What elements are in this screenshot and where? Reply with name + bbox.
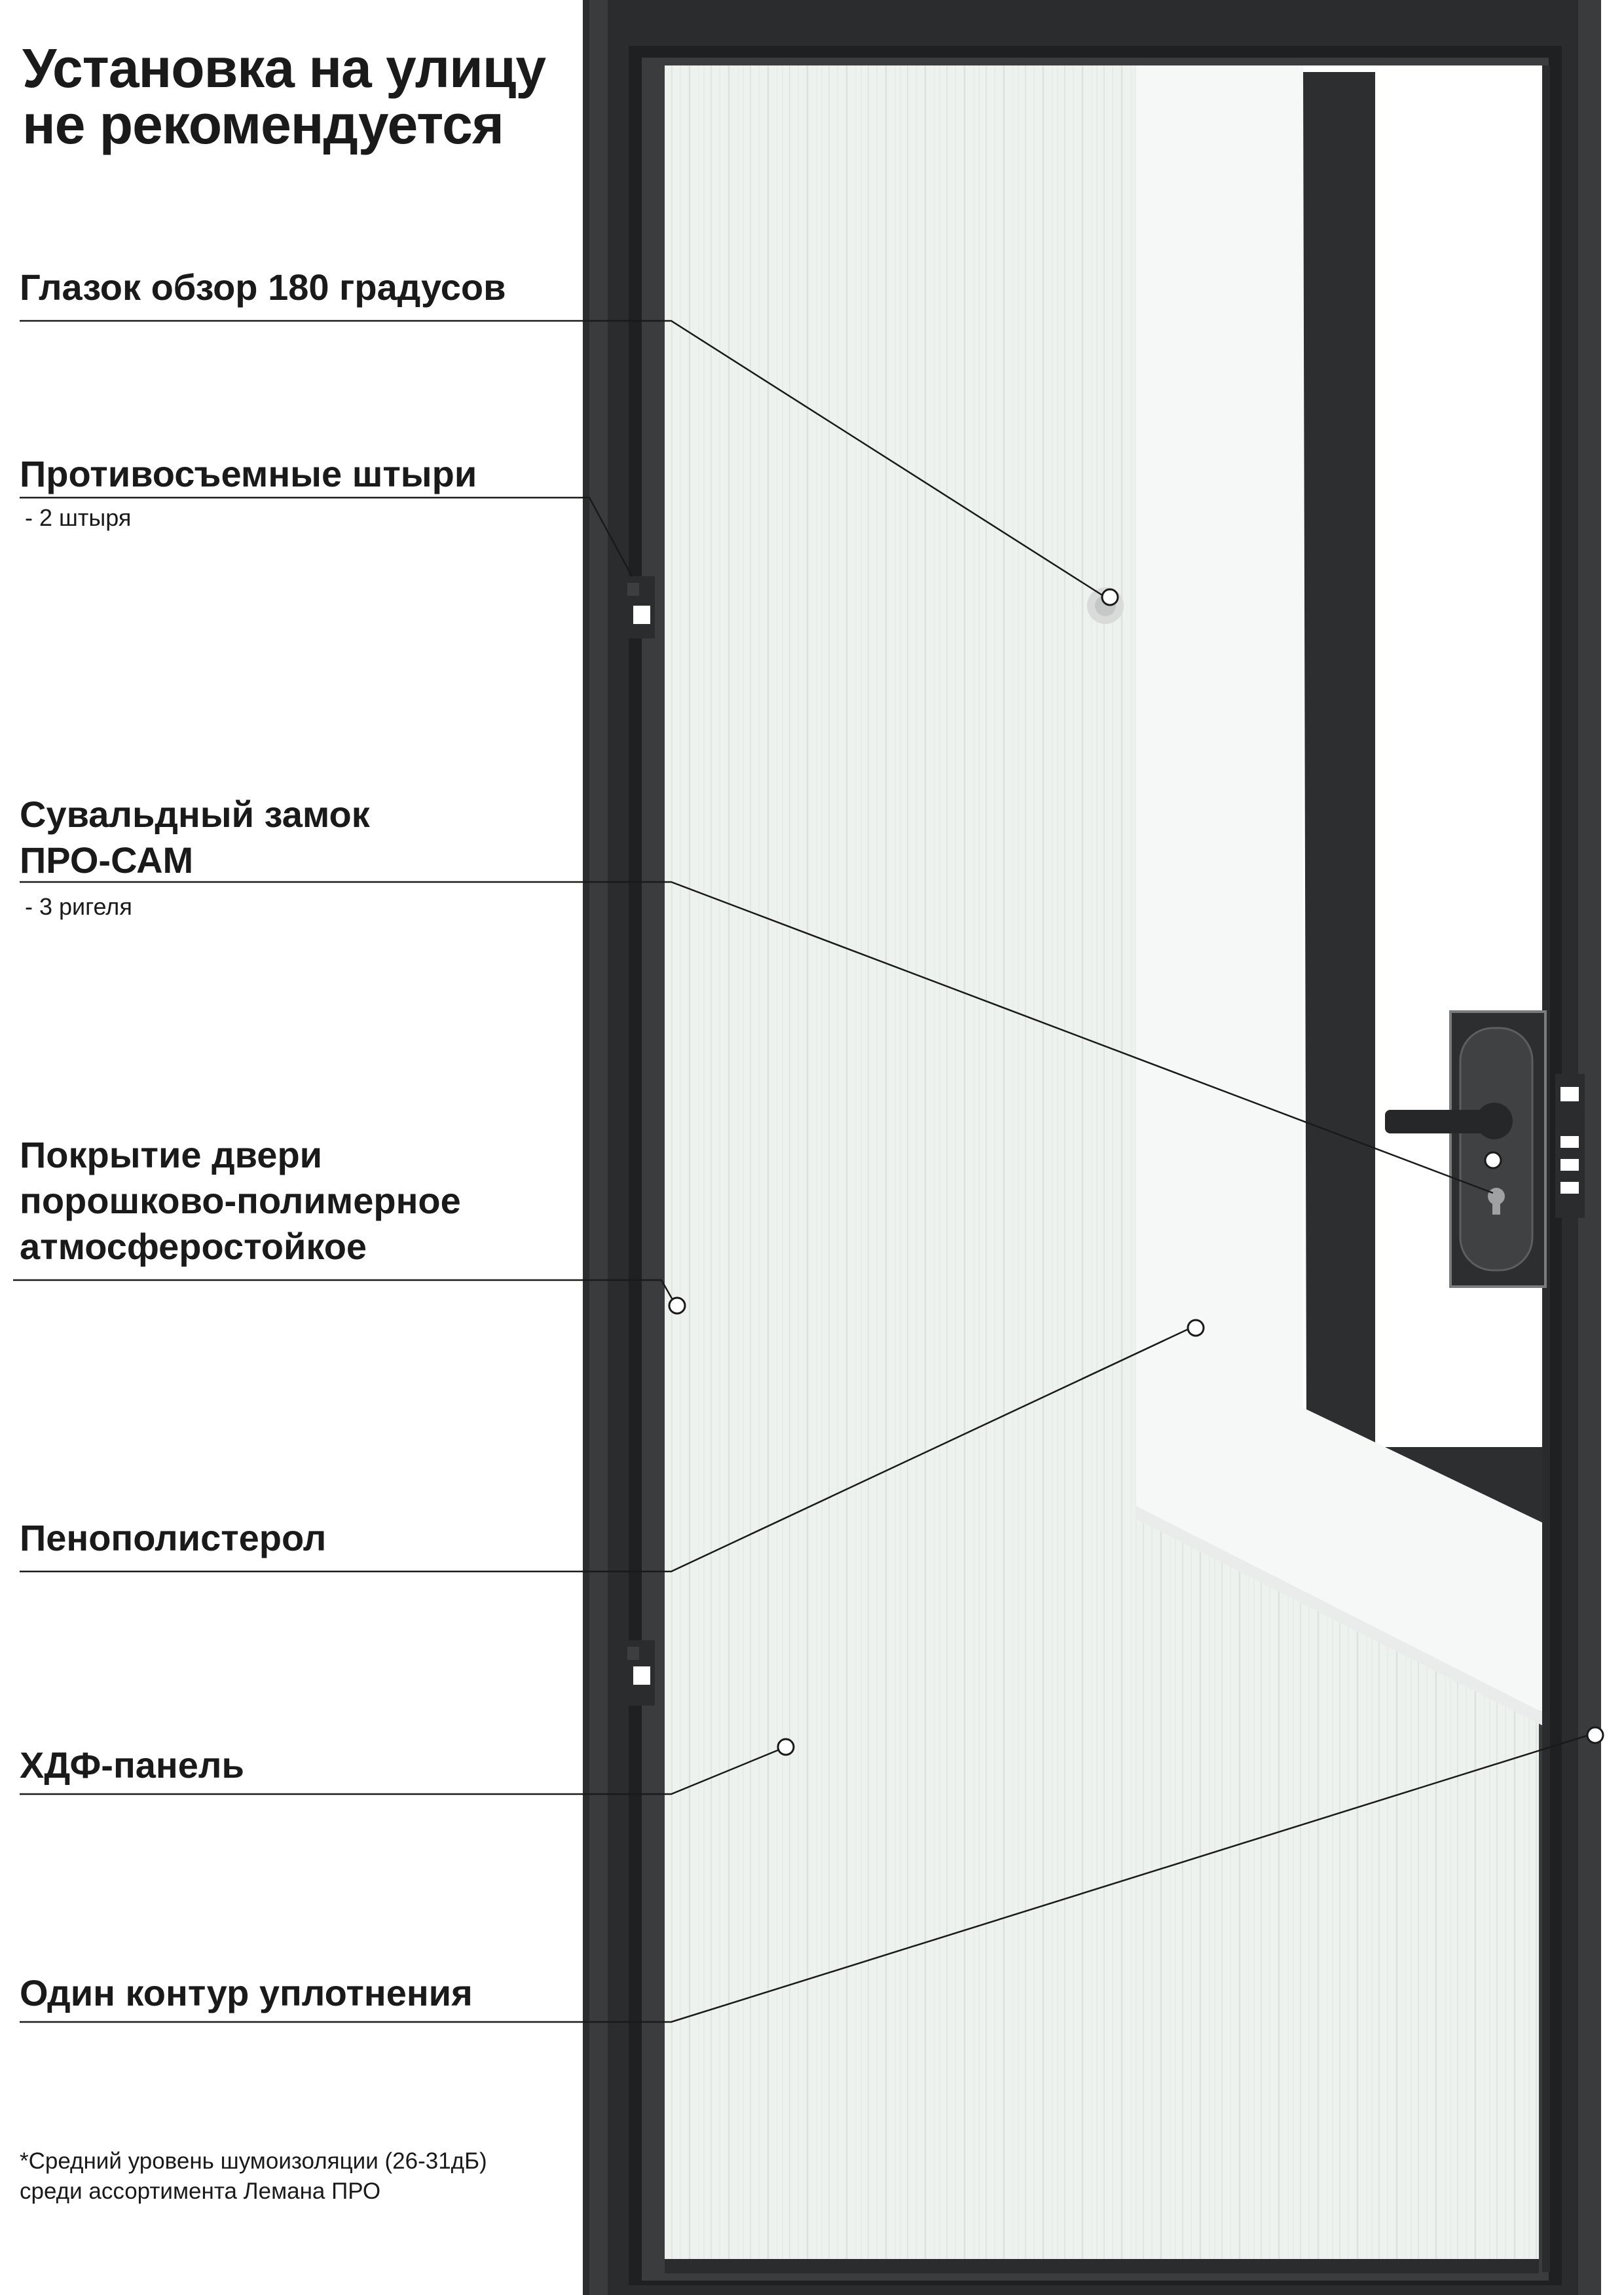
door-leaf-cutaway bbox=[1303, 65, 1549, 1565]
title-line-2: не рекомендуется bbox=[22, 93, 504, 155]
title-line-1: Установка на улицу bbox=[22, 37, 546, 99]
callout-peephole: Глазок обзор 180 градусов bbox=[20, 266, 506, 308]
callout-anti-removal-pins: Противосъемные штыри bbox=[20, 453, 477, 494]
anti-removal-pin-icon bbox=[622, 576, 655, 638]
callout-lock-note: - 3 ригеля bbox=[25, 893, 132, 920]
leader-lines bbox=[13, 320, 1593, 2023]
callout-coating-line-3: атмосферостойкое bbox=[20, 1226, 367, 1267]
callout-hdf-panel: ХДФ-панель bbox=[20, 1744, 244, 1786]
callout-lock-line-1: Сувальдный замок bbox=[20, 794, 370, 835]
lever-handle-icon bbox=[1385, 1010, 1547, 1288]
callout-anti-removal-pins-note: - 2 штыря bbox=[25, 504, 132, 531]
footnote: *Средний уровень шумоизоляции (26-31дБ) … bbox=[20, 2146, 487, 2207]
insulation-layer bbox=[1136, 65, 1549, 1729]
lock-bolts bbox=[1555, 1074, 1585, 1218]
callout-lock-line-2: ПРО-САМ bbox=[20, 839, 194, 881]
footnote-line-2: среди ассортимента Лемана ПРО bbox=[20, 2178, 381, 2205]
callout-insulation: Пенополистерол bbox=[20, 1517, 327, 1558]
footnote-line-1: *Средний уровень шумоизоляции (26-31дБ) bbox=[20, 2148, 487, 2174]
callout-coating-line-1: Покрытие двери bbox=[20, 1134, 323, 1175]
callout-markers bbox=[668, 588, 1604, 1756]
anti-removal-pin-icon bbox=[622, 1640, 655, 1706]
page-title: Установка на улицу не рекомендуется bbox=[22, 37, 546, 155]
callout-seal-contour: Один контур уплотнения bbox=[20, 1972, 473, 2013]
callout-coating-line-2: порошково-полимерное bbox=[20, 1180, 461, 1221]
